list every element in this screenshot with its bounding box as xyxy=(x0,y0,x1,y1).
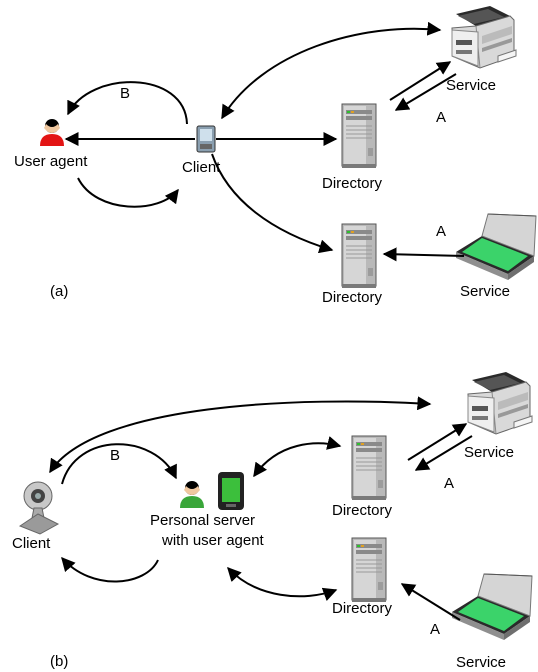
label-b: B xyxy=(110,447,120,464)
service-1-label: Service xyxy=(446,77,496,94)
user-agent-label: User agent xyxy=(14,153,88,170)
printer-icon xyxy=(451,5,517,69)
scanner-to-dir-arrow xyxy=(400,583,461,621)
label-a-2: A xyxy=(436,223,446,240)
directory-1-label: Directory xyxy=(332,502,393,519)
client-label: Client xyxy=(12,535,51,552)
server-icon xyxy=(351,537,387,603)
label-a-2: A xyxy=(430,621,440,638)
scanner-icon xyxy=(455,213,537,281)
client-service-arrow xyxy=(49,396,432,474)
caption-a: (a) xyxy=(50,283,68,300)
loop-b-top-arrow xyxy=(67,81,188,125)
directory-2-label: Directory xyxy=(322,289,383,306)
panel-a: User agent Client B Directory Service A xyxy=(14,5,537,306)
pda-icon xyxy=(218,472,244,510)
loop-bottom-arrow xyxy=(77,177,179,208)
dir-to-service-arrow xyxy=(389,61,452,101)
panel-b: Client B Personal server with user agent… xyxy=(12,371,533,671)
service-2-label: Service xyxy=(460,283,510,300)
client-device-icon xyxy=(196,125,216,153)
directory-2-label: Directory xyxy=(332,600,393,617)
directory-1-label: Directory xyxy=(322,175,383,192)
server-dir1-arrow xyxy=(253,436,342,478)
printer-icon xyxy=(467,371,533,435)
label-a-1: A xyxy=(436,109,446,126)
client-to-directory2-arrow xyxy=(211,153,334,254)
service-2-label: Service xyxy=(456,654,506,671)
server-dir2-arrow xyxy=(227,566,338,601)
user-agent-icon xyxy=(40,119,64,146)
user-icon xyxy=(180,481,204,508)
personal-server-label-line2: with user agent xyxy=(161,532,265,549)
caption-b: (b) xyxy=(50,653,68,670)
scanner-icon xyxy=(451,573,533,641)
personal-server-label-line1: Personal server xyxy=(150,512,255,529)
webcam-icon xyxy=(18,481,60,535)
server-icon xyxy=(341,103,377,169)
client-label: Client xyxy=(182,159,221,176)
service-1-label: Service xyxy=(464,444,514,461)
label-a-1: A xyxy=(444,475,454,492)
dir-to-service-arrow xyxy=(407,423,468,461)
loop-bottom-arrow xyxy=(61,556,159,583)
service-to-dir-arrow xyxy=(414,435,473,471)
scanner-to-dir-arrow xyxy=(382,247,465,262)
server-icon xyxy=(341,223,377,289)
client-service-arrow xyxy=(221,21,442,120)
server-icon xyxy=(351,435,387,501)
service-to-dir-arrow xyxy=(394,73,457,111)
label-b: B xyxy=(120,85,130,102)
